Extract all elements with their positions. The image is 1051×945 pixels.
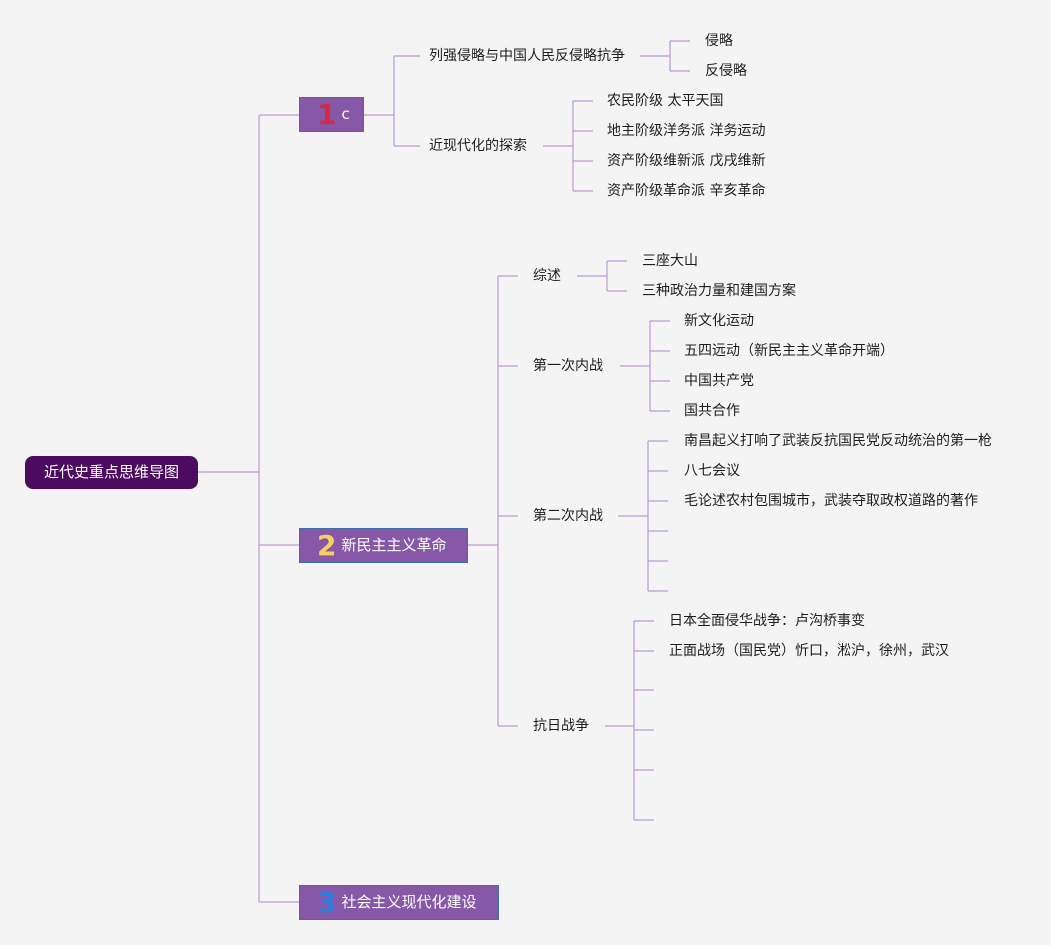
leaf-kmt-ccp-cooperation[interactable]: 国共合作 xyxy=(684,403,740,419)
leaf-mao-rural-encirclement[interactable]: 毛论述农村包围城市，武装夺取政权道路的著作 xyxy=(684,493,978,509)
leaf-bourgeois-revolution[interactable]: 资产阶级革命派 辛亥革命 xyxy=(607,183,766,199)
leaf-nanchang-uprising[interactable]: 南昌起义打响了武装反抗国民党反动统治的第一枪 xyxy=(684,433,992,449)
section-2-number: 2 xyxy=(317,528,337,562)
root-node[interactable]: 近代史重点思维导图 xyxy=(25,456,198,489)
leaf-three-mountains[interactable]: 三座大山 xyxy=(642,253,698,269)
section-2-label: 新民主主义革命 xyxy=(341,536,447,554)
leaf-marco-polo-bridge[interactable]: 日本全面侵华战争：卢沟桥事变 xyxy=(669,613,865,629)
leaf-ccp[interactable]: 中国共产党 xyxy=(684,373,754,389)
topic-modernization-exploration[interactable]: 近现代化的探索 xyxy=(429,138,527,154)
leaf-bourgeois-reform[interactable]: 资产阶级维新派 戊戌维新 xyxy=(607,153,766,169)
section-1-label: c xyxy=(341,105,350,123)
leaf-peasant-class[interactable]: 农民阶级 太平天国 xyxy=(607,93,724,109)
topic-anti-japanese-war[interactable]: 抗日战争 xyxy=(533,718,589,734)
topic-second-civil-war[interactable]: 第二次内战 xyxy=(533,508,603,524)
topic-invasion-resistance[interactable]: 列强侵略与中国人民反侵略抗争 xyxy=(429,48,625,64)
leaf-august-7-meeting[interactable]: 八七会议 xyxy=(684,463,740,479)
leaf-landlord-class[interactable]: 地主阶级洋务派 洋务运动 xyxy=(607,123,766,139)
section-1-number: 1 xyxy=(317,97,337,131)
topic-first-civil-war[interactable]: 第一次内战 xyxy=(533,358,603,374)
root-node-label: 近代史重点思维导图 xyxy=(43,463,179,481)
leaf-invasion[interactable]: 侵略 xyxy=(705,33,733,49)
leaf-may-fourth[interactable]: 五四远动（新民主主义革命开端） xyxy=(684,343,894,359)
section-3-number: 3 xyxy=(317,885,337,919)
section-3-label: 社会主义现代化建设 xyxy=(341,893,477,911)
leaf-new-culture-movement[interactable]: 新文化运动 xyxy=(684,313,754,329)
section-3-node[interactable]: 3 社会主义现代化建设 xyxy=(299,885,499,920)
section-2-node[interactable]: 2 新民主主义革命 xyxy=(299,528,468,563)
leaf-frontal-battlefield[interactable]: 正面战场（国民党）忻口，淞沪，徐州，武汉 xyxy=(669,643,949,659)
leaf-anti-invasion[interactable]: 反侵略 xyxy=(705,63,747,79)
leaf-three-political-forces[interactable]: 三种政治力量和建国方案 xyxy=(642,283,796,299)
section-1-node[interactable]: 1 c xyxy=(299,97,364,132)
topic-overview[interactable]: 综述 xyxy=(533,268,561,284)
